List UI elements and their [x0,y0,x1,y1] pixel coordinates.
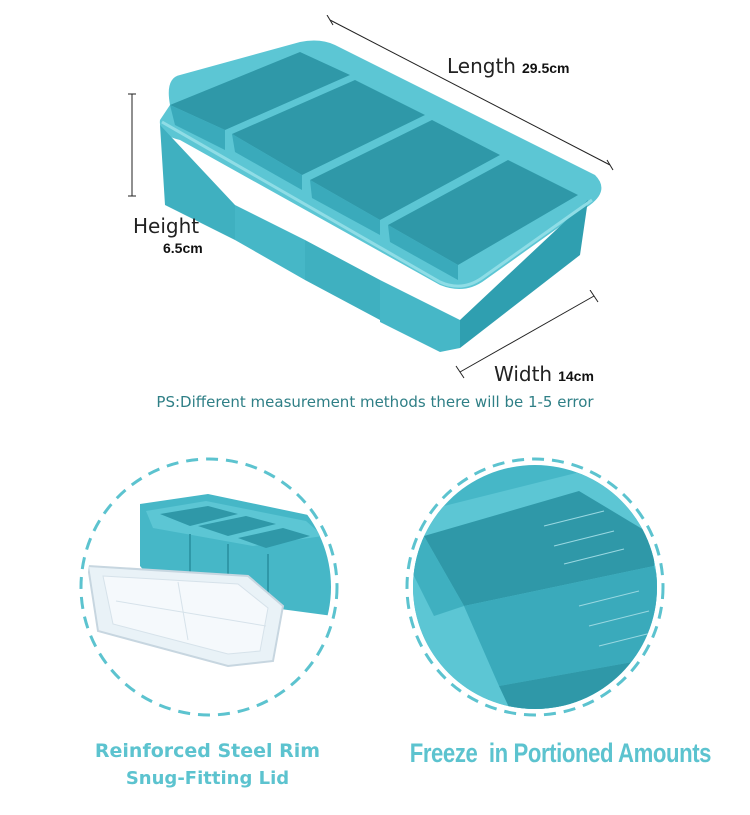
height-dimension-line [128,93,136,197]
width-value: 14cm [558,368,594,384]
portion-detail-image [405,457,665,717]
length-label-text: Length [447,54,516,78]
height-label: Height 6.5cm [133,214,203,256]
width-dimension-line [455,290,599,379]
tray-product-image [159,40,602,352]
lid-detail-image [79,457,339,717]
feature-title-portions: Freeze in Portioned Amounts [409,738,712,768]
width-label-text: Width [494,362,553,386]
length-label: Length 29.5cm [447,54,569,78]
length-dimension-line [326,15,614,171]
measurement-note: PS:Different measurement methods there w… [156,393,594,411]
height-label-text: Height [133,214,200,238]
feature-subtitle-lid: Snug-Fitting Lid [125,768,290,789]
feature-title-rim: Reinforced Steel Rim [94,740,321,762]
length-value: 29.5cm [521,60,570,76]
width-label: Width 14cm [494,362,594,386]
height-value: 6.5cm [163,240,203,256]
